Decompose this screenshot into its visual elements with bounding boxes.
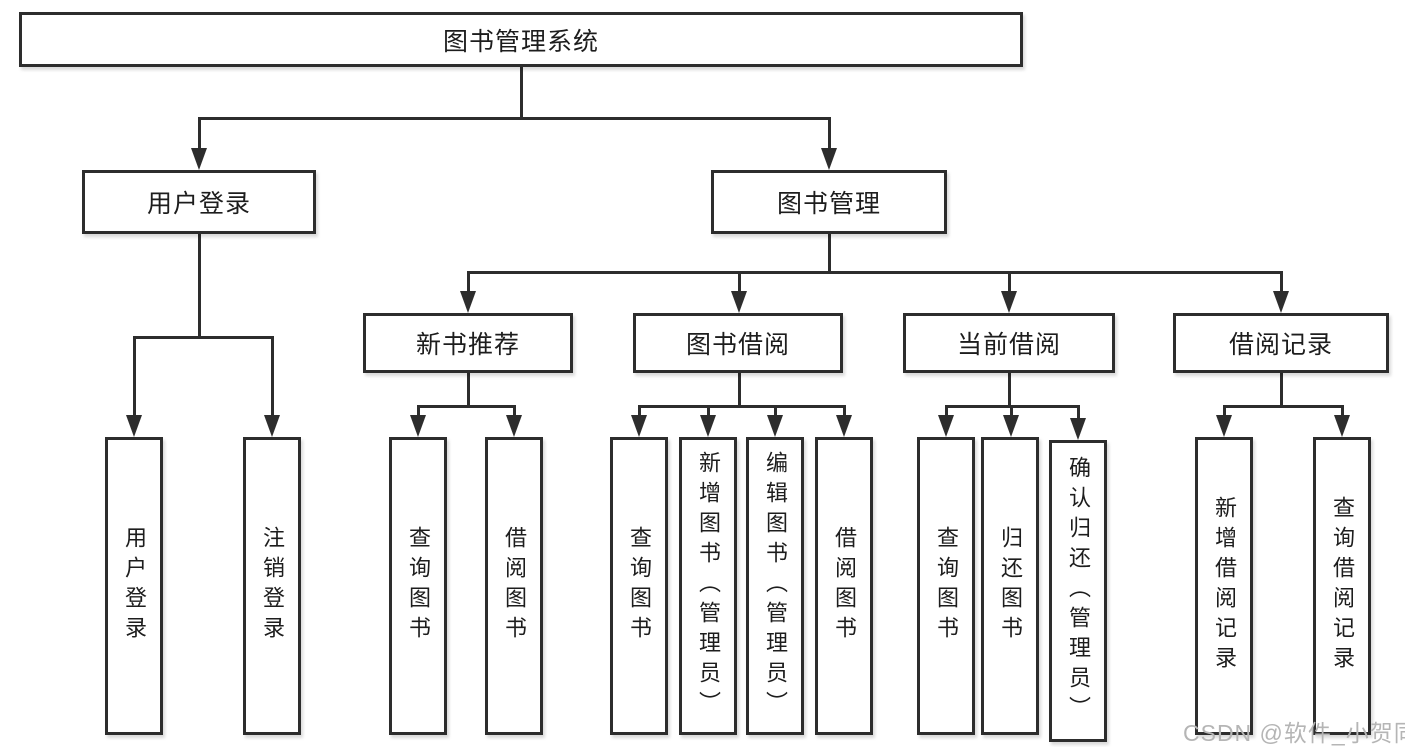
connector-line	[197, 117, 201, 150]
node-current-borrow: 当前借阅	[903, 313, 1115, 373]
leaf-query-book-bb: 查询图书	[610, 437, 668, 735]
connector-line	[1007, 271, 1011, 293]
connector-line	[132, 336, 136, 415]
node-user-login: 用户登录	[82, 170, 316, 234]
connector-line	[416, 405, 420, 417]
node-label: 图书管理系统	[442, 27, 599, 56]
node-label: 用户登录	[122, 526, 147, 646]
connector-line	[466, 271, 470, 293]
leaf-borrow-book-nb: 借阅图书	[485, 437, 543, 735]
node-label: 新增图书（管理员）	[696, 451, 721, 721]
connector-line	[706, 405, 710, 417]
connector-line	[944, 405, 948, 417]
leaf-add-borrow-record: 新增借阅记录	[1195, 437, 1253, 735]
node-label: 图书管理	[776, 190, 881, 218]
node-label: 查询借阅记录	[1330, 496, 1355, 676]
leaf-user-login: 用户登录	[105, 437, 163, 735]
node-label: 注销登录	[260, 526, 285, 646]
node-label: 借阅记录	[1228, 331, 1333, 359]
leaf-query-book-nb: 查询图书	[389, 437, 447, 735]
node-label: 借阅图书	[832, 526, 857, 646]
connector-line	[519, 67, 523, 118]
watermark: CSDN @软件_小贺同学	[1183, 720, 1405, 746]
connector-line	[1009, 405, 1013, 417]
connector-line	[737, 371, 741, 408]
arrow-down-icon	[264, 415, 280, 437]
node-label: 新书推荐	[415, 331, 520, 359]
node-label: 查询图书	[934, 526, 959, 646]
connector-line	[1222, 405, 1226, 417]
arrow-down-icon	[410, 415, 426, 437]
leaf-confirm-return-admin: 确认归还（管理员）	[1049, 440, 1107, 742]
leaf-edit-book-admin: 编辑图书（管理员）	[746, 437, 804, 735]
arrow-down-icon	[836, 415, 852, 437]
node-label: 归还图书	[998, 526, 1023, 646]
node-label: 借阅图书	[502, 526, 527, 646]
connector-line	[132, 336, 274, 339]
leaf-add-book-admin: 新增图书（管理员）	[679, 437, 737, 735]
connector-line	[637, 405, 641, 417]
node-book-management: 图书管理	[711, 170, 947, 234]
connector-line	[737, 271, 741, 293]
connector-line	[1076, 405, 1080, 420]
arrow-down-icon	[1003, 415, 1019, 437]
connector-line	[637, 405, 846, 408]
arrow-down-icon	[1334, 415, 1350, 437]
node-borrow-record: 借阅记录	[1173, 313, 1389, 373]
connector-line	[416, 405, 516, 408]
connector-line	[197, 234, 201, 338]
arrow-down-icon	[1216, 415, 1232, 437]
node-label: 确认归还（管理员）	[1066, 456, 1091, 726]
node-label: 编辑图书（管理员）	[763, 451, 788, 721]
node-label: 查询图书	[406, 526, 431, 646]
node-label: 新增借阅记录	[1212, 496, 1237, 676]
arrow-down-icon	[1001, 291, 1017, 313]
leaf-return-book: 归还图书	[981, 437, 1039, 735]
arrow-down-icon	[126, 415, 142, 437]
arrow-down-icon	[460, 291, 476, 313]
connector-line	[842, 405, 846, 417]
connector-line	[1340, 405, 1344, 417]
connector-line	[512, 405, 516, 417]
arrow-down-icon	[1273, 291, 1289, 313]
arrow-down-icon	[938, 415, 954, 437]
connector-line	[1279, 271, 1283, 293]
node-label: 当前借阅	[956, 331, 1061, 359]
node-label: 图书借阅	[685, 331, 790, 359]
connector-line	[1007, 371, 1011, 408]
connector-line	[827, 234, 831, 274]
arrow-down-icon	[191, 148, 207, 170]
node-root: 图书管理系统	[19, 12, 1023, 67]
node-label: 查询图书	[627, 526, 652, 646]
connector-line	[827, 117, 831, 150]
arrow-down-icon	[1070, 418, 1086, 440]
arrow-down-icon	[631, 415, 647, 437]
arrow-down-icon	[506, 415, 522, 437]
connector-line	[1222, 405, 1344, 408]
node-book-borrow: 图书借阅	[633, 313, 843, 373]
arrow-down-icon	[731, 291, 747, 313]
node-new-book-recommend: 新书推荐	[363, 313, 573, 373]
leaf-query-borrow-record: 查询借阅记录	[1313, 437, 1371, 735]
arrow-down-icon	[700, 415, 716, 437]
connector-line	[466, 371, 470, 408]
leaf-borrow-book-bb: 借阅图书	[815, 437, 873, 735]
arrow-down-icon	[767, 415, 783, 437]
connector-line	[1279, 371, 1283, 408]
arrow-down-icon	[821, 148, 837, 170]
leaf-logout: 注销登录	[243, 437, 301, 735]
connector-line	[773, 405, 777, 417]
leaf-query-book-cb: 查询图书	[917, 437, 975, 735]
connector-line	[197, 117, 831, 120]
connector-line	[270, 336, 274, 415]
connector-line	[466, 271, 1283, 274]
node-label: 用户登录	[146, 190, 251, 218]
